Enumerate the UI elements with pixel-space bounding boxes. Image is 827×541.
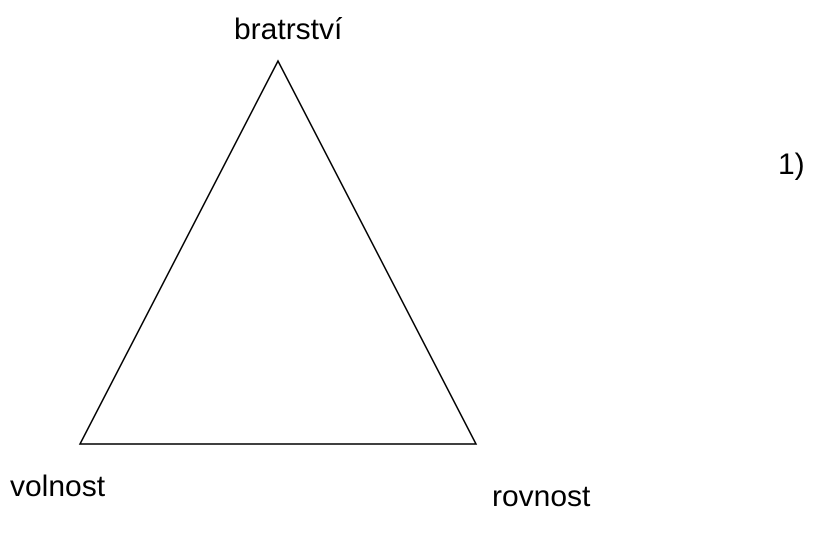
diagram-number-label: 1) xyxy=(778,148,805,181)
vertex-label-bottom-left: volnost xyxy=(10,470,106,503)
vertex-label-bottom-right: rovnost xyxy=(492,480,591,513)
triangle-shape xyxy=(78,59,478,445)
vertex-label-top: bratrství xyxy=(234,13,343,46)
